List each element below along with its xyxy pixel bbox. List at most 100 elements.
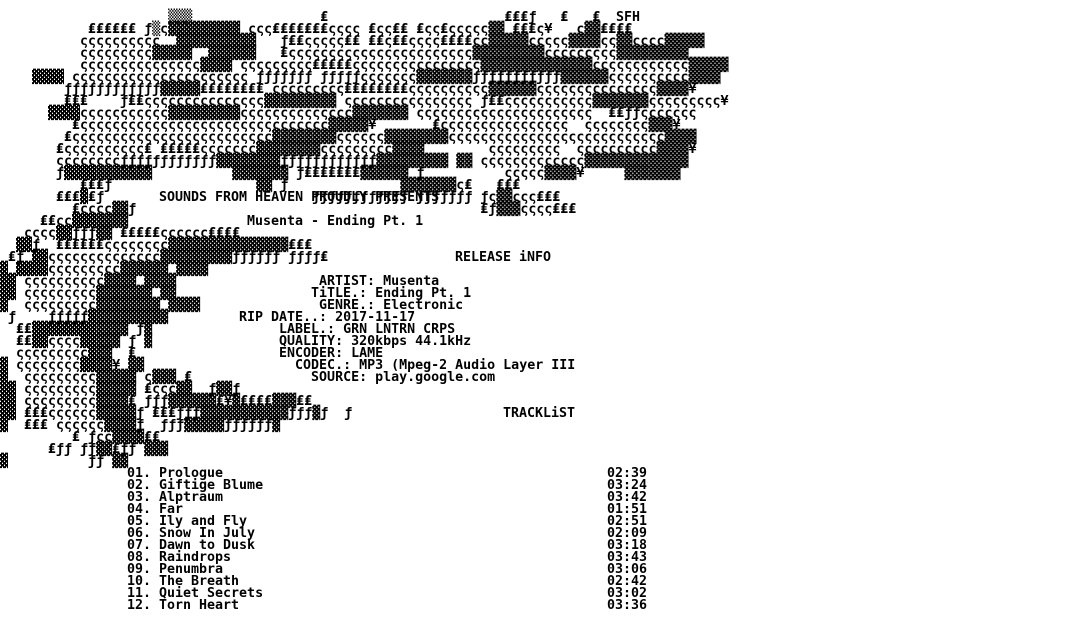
track-row: 11. Quiet Secrets 03:02 — [0, 586, 1072, 601]
ascii-art-row: ▒▒▒ ₤ ₤₤₤ƒ ₤ ₤ — [0, 10, 753, 25]
info-source: SOURCE: play.google.com — [239, 370, 496, 385]
info-artist: ARTIST: Musenta — [279, 274, 440, 289]
track-number: 11. — [127, 586, 152, 601]
track-number: 03. — [127, 490, 152, 505]
ascii-art-row: ₤ςςςςςςςςςς₤ ₤₤₤₤₤ςςςςςςς▓▓▓▓▓▓▓▓ςςςςςςς… — [0, 142, 713, 157]
presents-line: SOUNDS FROM HEAVEN PROUDLY PRESENTS — [159, 190, 440, 205]
ascii-art-row: ςςςς▓▓ƒƒƒ▓▓ ₤₤₤₤₤ςςςςςς₤₤₤₤ — [0, 226, 713, 241]
track-duration: 03:02 — [607, 586, 648, 601]
ascii-art-row: ₤₤₤▓₤ƒ ƒƒƒƒƒƒƒƒƒƒƒƒ ƒƒƒƒƒƒƒ ƒς▓▓ςςς₤₤₤ — [0, 190, 713, 205]
track-duration: 03:24 — [607, 478, 648, 493]
info-label: LABEL.: GRN LNTRN CRPS — [239, 322, 456, 337]
track-title: Quiet Secrets — [159, 586, 264, 601]
info-genre: GENRE.: Electronic — [279, 298, 464, 313]
track-title: Torn Heart — [159, 598, 240, 613]
track-number: 05. — [127, 514, 152, 529]
ascii-art-row: ₤ςςςςςςςςςςςςςςςςςςςςςςςςς▓▓▓▓▓▓▓▓ςςςςςς… — [0, 130, 721, 145]
track-duration: 02:39 — [607, 466, 648, 481]
track-title: Giftige Blume — [159, 478, 264, 493]
ascii-art-row: ▓ ςςςςςςςςς▓▓▓▓▓ ς▓▓▓ ₤ — [0, 370, 721, 385]
info-title: TiTLE.: Ending Pt. 1 — [279, 286, 472, 301]
ascii-art-row: ςςςςςςςςς▓▓▓ ₤ — [0, 346, 721, 361]
track-row: 06. Snow In July 02:09 — [0, 526, 1072, 541]
ascii-art-row: ▓▓▓▓ ςςςςςςςςςςςςςςςςςςςςςς ƒƒƒƒƒƒƒ ƒƒƒƒ… — [0, 70, 729, 85]
track-row: 04. Far 01:51 — [0, 502, 1072, 517]
info-quality: QUALITY: 320kbps 44.1kHz — [239, 334, 472, 349]
track-row: 12. Torn Heart 03:36 — [0, 598, 1072, 613]
info-encoder: ENCODER: LAME — [239, 346, 384, 361]
ascii-art-row: ▓ ςςςςςςςςς▓▓▓▓▓▓▓▓ ▓▓▓▓ — [0, 298, 713, 313]
ascii-art-logo: ▒▒▒ ₤ ₤₤₤ƒ ₤ ₤ ₤₤₤₤₤₤ ƒ▒ς▓▓▓▓▓▓▓▓▓ ςςς₤₤… — [0, 10, 753, 468]
ascii-art-row: ▓▓ ςςςςςςςςςς▓▓▓▓ ▓▓▓▓ — [0, 274, 713, 289]
track-number: 01. — [127, 466, 152, 481]
track-duration: 03:06 — [607, 562, 648, 577]
track-title: Prologue — [159, 466, 224, 481]
track-number: 10. — [127, 574, 152, 589]
track-row: 01. Prologue 02:39 — [0, 466, 1072, 481]
track-title: Dawn to Dusk — [159, 538, 256, 553]
track-number: 02. — [127, 478, 152, 493]
ascii-art-row: ₤₤₤ ƒ₤₤ςςςςςςςςςςςςςςς▓▓▓▓▓▓▓▓▓ ςςςςςςςς… — [0, 94, 729, 109]
track-title: Snow In July — [159, 526, 256, 541]
release-title: Musenta - Ending Pt. 1 — [247, 214, 424, 229]
track-row: 10. The Breath 02:42 — [0, 574, 1072, 589]
ascii-art-row: ₤₤₤ƒ ▓▓ ƒ ▓▓▓▓▓▓▓ς₤ ₤₤₤ — [0, 178, 697, 193]
section-release-info: RELEASE iNFO — [455, 250, 552, 265]
ascii-art-row: ▓▓ ςςςςςςςςς▓▓▓▓₤ ƒƒƒ▓▓▓▓▓▓₤¥▓₤₤₤₤▓▓▓₤₤ — [0, 394, 713, 409]
track-title: Raindrops — [159, 550, 232, 565]
ascii-art-row: ▓ ▓▓▓▓ςςςςςςςςς▓▓▓▓▓▓ ▓▓▓▓ — [0, 262, 681, 277]
ascii-art-row: ▓▓ƒ ₤₤₤₤₤₤ςςςςςςςς▓▓▓▓▓▓▓▓▓▓▓▓▓▓▓₤₤₤ — [0, 238, 705, 253]
ascii-art-row: ₤ ƒςς▓▓▓▓₤₤ — [0, 430, 721, 445]
track-number: 12. — [127, 598, 152, 613]
track-title: Penumbra — [159, 562, 224, 577]
ascii-art-row: ▓▓ ₤₤₤ςςςςςς▓▓▓▓▓ƒ ₤₤₤ƒƒƒ▓▓▓▓▓▓▓▓▓▓▓ƒƒƒ▓… — [0, 406, 721, 421]
ascii-art-row: ▓▓ ςςςςςςςςς▓▓▓▓▓ ₤ςςς▓▓ ƒ▓▓ƒ — [0, 382, 713, 397]
track-row: 05. Ily and Fly 02:51 — [0, 514, 1072, 529]
ascii-art-row: ςςςςςςςςƒƒƒƒƒƒƒƒƒƒƒƒ▓▓▓▓▓▓▓▓ƒƒƒƒƒƒƒƒƒƒƒƒ… — [0, 154, 697, 169]
track-row: 02. Giftige Blume 03:24 — [0, 478, 1072, 493]
ascii-art-row: ƒ ƒƒƒƒƒ▓▓▓▓▓▓▓▓▓▓ — [0, 310, 705, 325]
track-title: Far — [159, 502, 184, 517]
ascii-art-row: ▓▓ ςςςςςςςςς▓▓▓▓▓▓▓ ▓▓ — [0, 286, 713, 301]
track-duration: 03:43 — [607, 550, 648, 565]
ascii-art-row: ςςςςςςςςς▓▓▓▓▓ ▓▓▓▓▓▓ ₤ςςςςςςςςςςςςςςςςς… — [0, 46, 705, 61]
track-row: 07. Dawn to Dusk 03:18 — [0, 538, 1072, 553]
info-rip-date: RIP DATE..: 2017-11-17 — [239, 310, 416, 325]
ascii-art-row: ₤₤▓▓▓▓▓▓▓▓▓▓▓▓ ƒ▓ — [0, 322, 721, 337]
track-duration: 03:18 — [607, 538, 648, 553]
track-title: The Breath — [159, 574, 240, 589]
ascii-art-row: ₤₤ςς▓▓▓▓▓▓▓ — [0, 214, 713, 229]
track-number: 08. — [127, 550, 152, 565]
ascii-art-row: ▓▓▓▓ςςςςςςςςςςς▓▓▓▓▓▓▓▓▓ςςςςςςςςςςςςςς▓▓… — [0, 106, 705, 121]
ascii-art-row: ςςςςςςςςςς ▓▓▓▓▓▓▓▓▓▓ ƒ₤₤ςςςςς₤₤ ₤₤ς₤₤ςς… — [0, 34, 721, 49]
ascii-art-row: ₤ƒƒ ƒƒ▓▓₤ƒƒ ▓▓▓ — [0, 442, 721, 457]
track-row: 09. Penumbra 03:06 — [0, 562, 1072, 577]
track-number: 07. — [127, 538, 152, 553]
ascii-art-row: ▓ ςςςςςςςς▓▓▓▓¥ ▓▓ — [0, 358, 729, 373]
track-row: 08. Raindrops 03:43 — [0, 550, 1072, 565]
track-title: Alptraum — [159, 490, 224, 505]
track-row: 03. Alptraum 03:42 — [0, 490, 1072, 505]
track-duration: 03:42 — [607, 490, 648, 505]
track-number: 06. — [127, 526, 152, 541]
ascii-art-row: ▓ ₤₤₤ ςςςςςς▓▓▓▓ƒ ƒƒƒ▓▓▓▓▓ƒƒƒƒƒƒ▓ — [0, 418, 713, 433]
ascii-art-row: ƒƒƒƒƒƒƒƒƒƒƒƒ▓▓▓▓▓₤₤₤₤₤₤₤₤ ςςςςςςςςς₤₤₤₤₤… — [0, 82, 713, 97]
ascii-art-row: ₤₤₤₤₤₤ ƒ▒ς▓▓▓▓▓▓▓▓▓ ςςς₤₤₤₤₤₤₤ςςςς ₤ςς₤₤… — [0, 22, 697, 37]
ascii-art-row: ₤₤▓▓ςςςς▓▓▓▓▓ ƒ ▓ — [0, 334, 721, 349]
ascii-art-row: ƒ▓▓▓▓▓▓▓▓▓▓▓ ▓▓▓▓▓▓▓ ƒ₤₤₤₤₤₤₤▓▓▓▓▓▓ ƒ ςς… — [0, 166, 697, 181]
track-duration: 02:51 — [607, 514, 648, 529]
track-duration: 03:36 — [607, 598, 648, 613]
track-duration: 02:42 — [607, 574, 648, 589]
track-number: 04. — [127, 502, 152, 517]
track-duration: 01:51 — [607, 502, 648, 517]
track-duration: 02:09 — [607, 526, 648, 541]
info-codec: CODEC.: MP3 (Mpeg-2 Audio Layer III — [239, 358, 576, 373]
track-title: Ily and Fly — [159, 514, 248, 529]
ascii-art-row: ₤ςςςςςςςςςςςςςςςςςςςςςςςςςςςςςςς▓▓▓▓▓¥ ₤… — [0, 118, 713, 133]
group-tag: SFH — [616, 10, 641, 25]
section-tracklist: TRACKLiST — [503, 406, 576, 421]
track-number: 09. — [127, 562, 152, 577]
ascii-art-row: ₤ςςςς▓▓ƒ ₤ƒ▓▓▓ςςςς₤₤₤ — [0, 202, 705, 217]
ascii-art-row: ςςςςςςςςςςςςςςς▓▓▓▓ ςςςςςςςςς₤₤₤₤₤ςςςςςς… — [0, 58, 737, 73]
